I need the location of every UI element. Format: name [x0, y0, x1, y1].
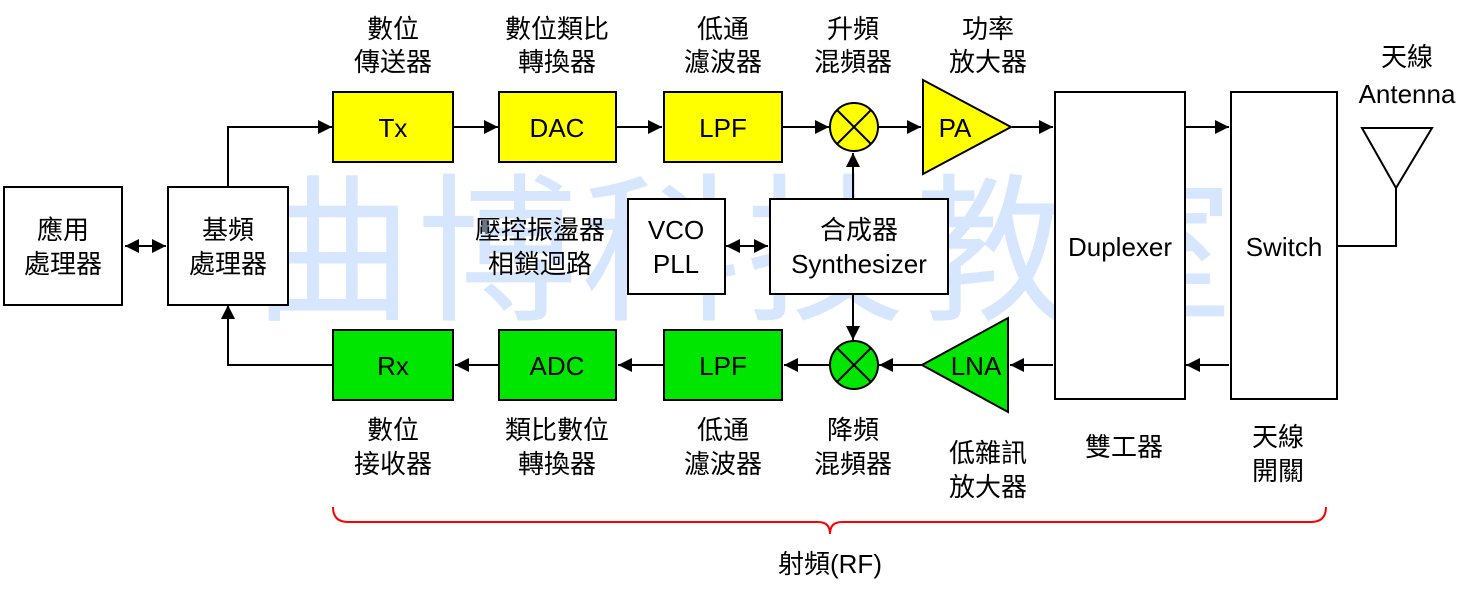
vco-caption-1: 壓控振盪器 — [475, 215, 605, 245]
dac-caption-1: 數位類比 — [505, 14, 609, 44]
rf-label: 射頻(RF) — [778, 549, 882, 579]
rx-caption-2: 接收器 — [354, 449, 432, 479]
baseband-to-tx-line — [227, 120, 332, 187]
up-mixer-caption-2: 混頻器 — [814, 47, 892, 77]
rx-label: Rx — [377, 351, 409, 381]
tx-label: Tx — [379, 113, 408, 143]
pa-block: PA — [922, 78, 1014, 176]
synthesizer-label-1: 合成器 — [820, 215, 898, 245]
antenna-caption-1: 天線 — [1381, 42, 1433, 72]
dac-caption-2: 轉換器 — [518, 47, 596, 77]
synthesizer-block: 合成器 Synthesizer — [769, 198, 949, 295]
tx-lpf-caption-2: 濾波器 — [684, 47, 762, 77]
adc-caption-1: 類比數位 — [505, 415, 609, 445]
lna-label: LNA — [951, 351, 1002, 381]
adc-label: ADC — [530, 351, 585, 381]
vco-label: VCO — [648, 215, 704, 245]
up-mixer-caption-1: 升頻 — [827, 14, 879, 44]
app-processor-block: 應用 處理器 — [3, 186, 123, 306]
down-mixer-caption-1: 降頻 — [827, 415, 879, 445]
switch-block: Switch — [1230, 91, 1338, 400]
pll-label: PLL — [653, 249, 699, 279]
rx-lpf-caption-2: 濾波器 — [684, 449, 762, 479]
dac-block: DAC — [498, 91, 617, 163]
duplexer-caption: 雙工器 — [1085, 432, 1163, 462]
lna-caption-1: 低雜訊 — [949, 438, 1027, 468]
rx-lpf-caption-1: 低通 — [697, 415, 749, 445]
rf-brace — [332, 506, 1327, 535]
vco-pll-block: VCO PLL — [627, 198, 726, 295]
lna-block: LNA — [919, 316, 1009, 414]
duplexer-block: Duplexer — [1054, 91, 1186, 400]
switch-caption-1: 天線 — [1252, 422, 1304, 452]
pa-label: PA — [939, 113, 972, 143]
dac-label: DAC — [530, 113, 585, 143]
switch-to-antenna-line — [1337, 188, 1397, 247]
tx-lpf-label: LPF — [699, 113, 747, 143]
switch-caption-2: 開關 — [1252, 456, 1304, 486]
bottom-captions: 數位 接收器 類比數位 轉換器 低通 濾波器 降頻 混頻器 低雜訊 放大器 雙工… — [354, 415, 1304, 502]
tx-block: Tx — [332, 91, 454, 163]
pa-caption-1: 功率 — [962, 14, 1014, 44]
rx-lpf-label: LPF — [699, 351, 747, 381]
down-mixer-caption-2: 混頻器 — [814, 449, 892, 479]
vco-caption-2: 相鎖迴路 — [488, 249, 592, 279]
down-mixer — [829, 340, 879, 390]
signal-lines — [125, 120, 1397, 372]
baseband-label-2: 處理器 — [189, 249, 267, 279]
app-processor-label-2: 處理器 — [24, 249, 102, 279]
top-captions: 數位 傳送器 數位類比 轉換器 低通 濾波器 升頻 混頻器 功率 放大器 天線 … — [354, 14, 1456, 279]
synthesizer-label-2: Synthesizer — [791, 249, 927, 279]
tx-caption-1: 數位 — [367, 14, 419, 44]
app-processor-label-1: 應用 — [37, 215, 89, 245]
rx-caption-1: 數位 — [367, 415, 419, 445]
rx-block: Rx — [332, 329, 454, 401]
tx-caption-2: 傳送器 — [354, 47, 432, 77]
lna-caption-2: 放大器 — [949, 472, 1027, 502]
rx-lpf-block: LPF — [663, 329, 783, 401]
up-mixer — [829, 102, 879, 152]
antenna-caption-2: Antenna — [1359, 79, 1456, 109]
rx-to-baseband-line — [221, 305, 332, 366]
switch-label: Switch — [1246, 232, 1323, 262]
tx-lpf-caption-1: 低通 — [697, 14, 749, 44]
adc-caption-2: 轉換器 — [518, 449, 596, 479]
pa-caption-2: 放大器 — [949, 47, 1027, 77]
duplexer-label: Duplexer — [1068, 232, 1172, 262]
baseband-block: 基頻 處理器 — [167, 186, 289, 306]
antenna-icon — [1360, 127, 1434, 190]
baseband-label-1: 基頻 — [202, 215, 254, 245]
adc-block: ADC — [498, 329, 617, 401]
tx-lpf-block: LPF — [663, 91, 783, 163]
